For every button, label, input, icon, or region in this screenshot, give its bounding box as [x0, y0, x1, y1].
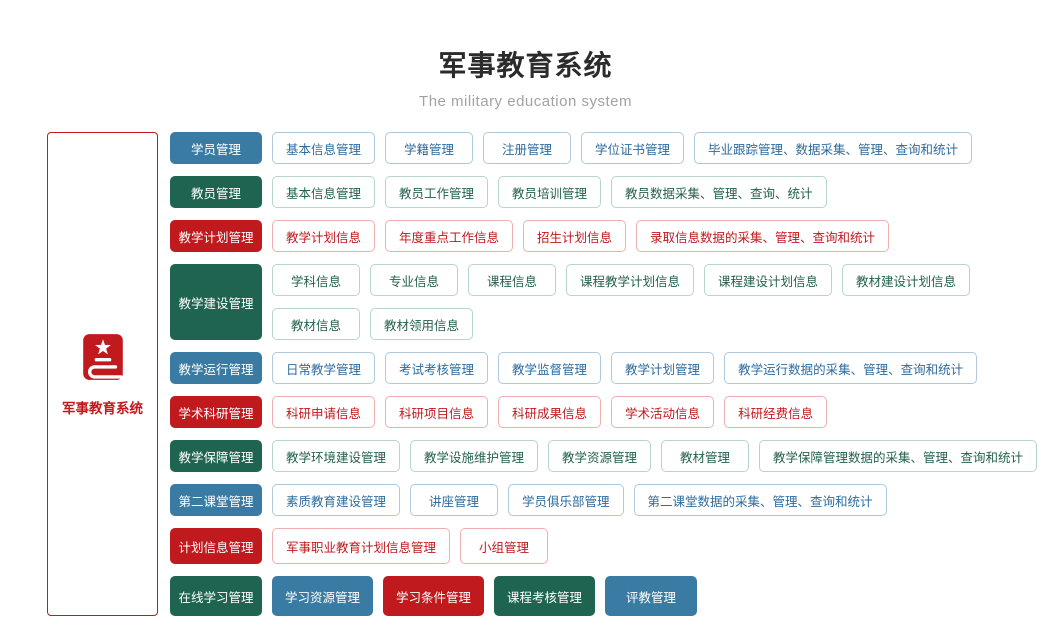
item-button[interactable]: 专业信息: [370, 264, 458, 296]
item-button[interactable]: 教学保障管理数据的采集、管理、查询和统计: [759, 440, 1038, 472]
row-5: 教学运行管理日常教学管理考试考核管理教学监督管理教学计划管理教学运行数据的采集、…: [170, 352, 1037, 384]
item-button[interactable]: 日常教学管理: [272, 352, 376, 384]
category-button[interactable]: 学术科研管理: [170, 396, 262, 428]
items-group: 军事职业教育计划信息管理小组管理: [272, 528, 549, 564]
category-button[interactable]: 学员管理: [170, 132, 262, 164]
item-button[interactable]: 录取信息数据的采集、管理、查询和统计: [636, 220, 890, 252]
row-3: 教学计划管理教学计划信息年度重点工作信息招生计划信息录取信息数据的采集、管理、查…: [170, 220, 1037, 252]
item-button[interactable]: 讲座管理: [410, 484, 499, 516]
row-6: 学术科研管理科研申请信息科研项目信息科研成果信息学术活动信息科研经费信息: [170, 396, 1037, 428]
items-line: 军事职业教育计划信息管理小组管理: [272, 528, 549, 564]
row-7: 教学保障管理教学环境建设管理教学设施维护管理教学资源管理教材管理教学保障管理数据…: [170, 440, 1038, 472]
items-line: 教材信息教材领用信息: [272, 308, 970, 340]
items-group: 日常教学管理考试考核管理教学监督管理教学计划管理教学运行数据的采集、管理、查询和…: [272, 352, 978, 384]
item-button[interactable]: 教员数据采集、管理、查询、统计: [611, 176, 827, 208]
items-line: 科研申请信息科研项目信息科研成果信息学术活动信息科研经费信息: [272, 396, 828, 428]
category-button[interactable]: 计划信息管理: [170, 528, 262, 564]
items-group: 基本信息管理学籍管理注册管理学位证书管理毕业跟踪管理、数据采集、管理、查询和统计: [272, 132, 973, 164]
item-button[interactable]: 评教管理: [605, 576, 698, 616]
items-group: 素质教育建设管理讲座管理学员俱乐部管理第二课堂数据的采集、管理、查询和统计: [272, 484, 887, 516]
items-group: 学习资源管理学习条件管理课程考核管理评教管理: [272, 576, 698, 616]
items-line: 基本信息管理学籍管理注册管理学位证书管理毕业跟踪管理、数据采集、管理、查询和统计: [272, 132, 973, 164]
row-10: 在线学习管理学习资源管理学习条件管理课程考核管理评教管理: [170, 576, 1037, 616]
row-1: 学员管理基本信息管理学籍管理注册管理学位证书管理毕业跟踪管理、数据采集、管理、查…: [170, 132, 1037, 164]
item-button[interactable]: 教学计划信息: [272, 220, 376, 252]
items-line: 学科信息专业信息课程信息课程教学计划信息课程建设计划信息教材建设计划信息: [272, 264, 971, 296]
row-4: 教学建设管理学科信息专业信息课程信息课程教学计划信息课程建设计划信息教材建设计划…: [170, 264, 1037, 340]
items-group: 教学环境建设管理教学设施维护管理教学资源管理教材管理教学保障管理数据的采集、管理…: [272, 440, 1038, 472]
item-button[interactable]: 科研项目信息: [385, 396, 489, 428]
item-button[interactable]: 教材信息: [272, 308, 360, 340]
item-button[interactable]: 军事职业教育计划信息管理: [272, 528, 451, 564]
item-button[interactable]: 教学资源管理: [548, 440, 652, 472]
item-button[interactable]: 教学设施维护管理: [410, 440, 539, 472]
item-button[interactable]: 课程信息: [468, 264, 556, 296]
category-button[interactable]: 在线学习管理: [170, 576, 262, 616]
root-node[interactable]: 军事教育系统: [47, 132, 158, 616]
item-button[interactable]: 学科信息: [272, 264, 360, 296]
page-title: 军事教育系统: [438, 50, 613, 81]
item-button[interactable]: 年度重点工作信息: [385, 220, 514, 252]
item-button[interactable]: 课程考核管理: [494, 576, 596, 616]
items-group: 科研申请信息科研项目信息科研成果信息学术活动信息科研经费信息: [272, 396, 828, 428]
item-button[interactable]: 学位证书管理: [581, 132, 685, 164]
items-group: 学科信息专业信息课程信息课程教学计划信息课程建设计划信息教材建设计划信息教材信息…: [272, 264, 971, 340]
items-group: 教学计划信息年度重点工作信息招生计划信息录取信息数据的采集、管理、查询和统计: [272, 220, 890, 252]
page-subtitle: The military education system: [419, 93, 632, 110]
row-8: 第二课堂管理素质教育建设管理讲座管理学员俱乐部管理第二课堂数据的采集、管理、查询…: [170, 484, 1037, 516]
items-line: 日常教学管理考试考核管理教学监督管理教学计划管理教学运行数据的采集、管理、查询和…: [272, 352, 978, 384]
item-button[interactable]: 教材管理: [661, 440, 750, 472]
items-line: 教学计划信息年度重点工作信息招生计划信息录取信息数据的采集、管理、查询和统计: [272, 220, 890, 252]
page-header: 军事教育系统 The military education system: [0, 0, 1051, 110]
item-button[interactable]: 科研成果信息: [498, 396, 602, 428]
system-diagram: 军事教育系统 学员管理基本信息管理学籍管理注册管理学位证书管理毕业跟踪管理、数据…: [47, 132, 1051, 616]
item-button[interactable]: 教学环境建设管理: [272, 440, 401, 472]
item-button[interactable]: 教学运行数据的采集、管理、查询和统计: [724, 352, 978, 384]
category-button[interactable]: 教学建设管理: [170, 264, 262, 340]
item-button[interactable]: 教材建设计划信息: [842, 264, 971, 296]
item-button[interactable]: 课程建设计划信息: [704, 264, 833, 296]
item-button[interactable]: 学习条件管理: [383, 576, 485, 616]
item-button[interactable]: 教学监督管理: [498, 352, 602, 384]
category-button[interactable]: 第二课堂管理: [170, 484, 262, 516]
item-button[interactable]: 科研经费信息: [724, 396, 828, 428]
items-line: 基本信息管理教员工作管理教员培训管理教员数据采集、管理、查询、统计: [272, 176, 827, 208]
row-2: 教员管理基本信息管理教员工作管理教员培训管理教员数据采集、管理、查询、统计: [170, 176, 1037, 208]
item-button[interactable]: 教员工作管理: [385, 176, 489, 208]
item-button[interactable]: 素质教育建设管理: [272, 484, 401, 516]
item-button[interactable]: 考试考核管理: [385, 352, 489, 384]
items-line: 素质教育建设管理讲座管理学员俱乐部管理第二课堂数据的采集、管理、查询和统计: [272, 484, 887, 516]
item-button[interactable]: 招生计划信息: [523, 220, 627, 252]
item-button[interactable]: 教材领用信息: [370, 308, 474, 340]
category-button[interactable]: 教学计划管理: [170, 220, 262, 252]
item-button[interactable]: 基本信息管理: [272, 176, 376, 208]
rows-container: 学员管理基本信息管理学籍管理注册管理学位证书管理毕业跟踪管理、数据采集、管理、查…: [170, 132, 1038, 616]
item-button[interactable]: 小组管理: [460, 528, 549, 564]
book-star-icon: [78, 332, 128, 387]
category-button[interactable]: 教学运行管理: [170, 352, 262, 384]
root-node-label: 军事教育系统: [62, 400, 143, 416]
item-button[interactable]: 学习资源管理: [272, 576, 374, 616]
item-button[interactable]: 基本信息管理: [272, 132, 376, 164]
item-button[interactable]: 学籍管理: [385, 132, 474, 164]
items-line: 学习资源管理学习条件管理课程考核管理评教管理: [272, 576, 698, 616]
row-9: 计划信息管理军事职业教育计划信息管理小组管理: [170, 528, 1037, 564]
item-button[interactable]: 教学计划管理: [611, 352, 715, 384]
item-button[interactable]: 教员培训管理: [498, 176, 602, 208]
item-button[interactable]: 学员俱乐部管理: [508, 484, 624, 516]
item-button[interactable]: 科研申请信息: [272, 396, 376, 428]
items-line: 教学环境建设管理教学设施维护管理教学资源管理教材管理教学保障管理数据的采集、管理…: [272, 440, 1038, 472]
item-button[interactable]: 课程教学计划信息: [566, 264, 695, 296]
item-button[interactable]: 注册管理: [483, 132, 572, 164]
items-group: 基本信息管理教员工作管理教员培训管理教员数据采集、管理、查询、统计: [272, 176, 827, 208]
category-button[interactable]: 教学保障管理: [170, 440, 262, 472]
item-button[interactable]: 毕业跟踪管理、数据采集、管理、查询和统计: [694, 132, 973, 164]
item-button[interactable]: 第二课堂数据的采集、管理、查询和统计: [633, 484, 887, 516]
category-button[interactable]: 教员管理: [170, 176, 262, 208]
item-button[interactable]: 学术活动信息: [611, 396, 715, 428]
